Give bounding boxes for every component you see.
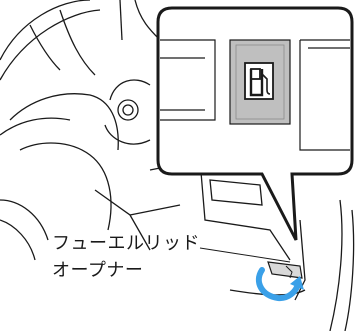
fuel-lid-opener-label: フューエルリッド オープナー xyxy=(52,230,200,284)
fuel-pump-icon xyxy=(244,62,274,100)
dashboard-details xyxy=(94,0,355,331)
steering-wheel xyxy=(0,0,119,261)
opener-lever xyxy=(267,261,303,279)
label-line-2: オープナー xyxy=(52,260,144,281)
leader-line xyxy=(199,247,291,263)
pull-arrow-icon xyxy=(255,267,304,302)
label-line-1: フューエルリッド xyxy=(52,233,200,254)
fuel-lid-switch xyxy=(229,39,291,125)
